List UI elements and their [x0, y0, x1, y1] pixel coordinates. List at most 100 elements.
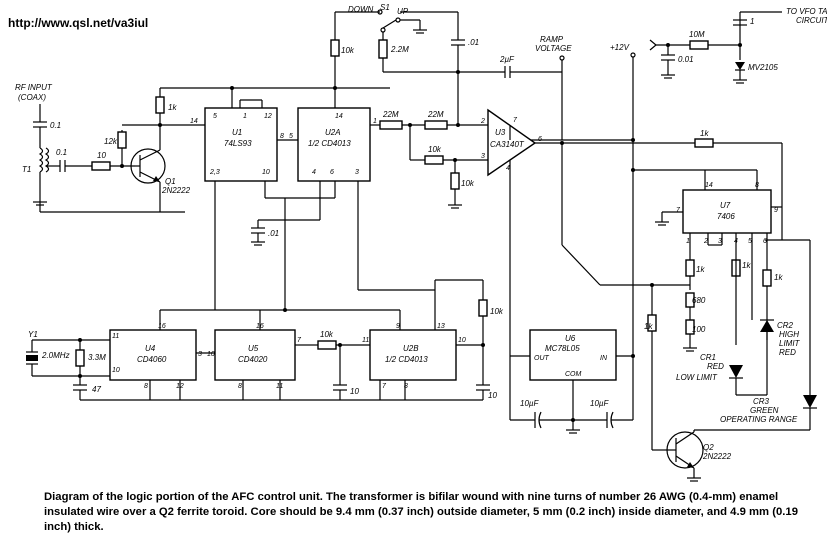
u2a-pin5: 5	[289, 133, 293, 140]
u1-pin12: 12	[264, 113, 272, 120]
u3-pin6: 6	[538, 136, 542, 143]
r-1k-q2-label: 1k	[644, 322, 653, 331]
u2a-pin4: 4	[312, 169, 316, 176]
u1-pin5: 5	[213, 113, 217, 120]
r-10a-label: 10	[97, 151, 106, 160]
plus12v-label: +12V	[610, 43, 630, 52]
u5-cd4020: U5 CD4020 16 10 8 11 7	[207, 310, 310, 390]
u4-pin12: 12	[176, 383, 184, 390]
u7-pin14: 14	[705, 182, 713, 189]
to-vfo-label-1: TO VFO TANK	[786, 7, 827, 16]
r-10k-u3a-label: 10k	[428, 145, 442, 154]
r-10k-mid-label: 10k	[320, 330, 334, 339]
u1-74ls93: U1 74LS93 14 5 12 1 8 2,3 10	[190, 99, 298, 300]
u3-input-network: 22M 22M 10k 10k	[379, 110, 488, 209]
down-label: DOWN	[348, 5, 374, 14]
c-47-label: 47	[92, 385, 101, 394]
u2a-pin1: 1	[373, 118, 377, 125]
logic-vcc-rail: 10k	[160, 198, 504, 370]
u2b-pin7: 7	[382, 383, 387, 390]
u1-pin23: 2,3	[209, 169, 220, 176]
u3-pin7: 7	[513, 117, 518, 124]
u3-ca3140t: U3 CA3140T 2 3 7 4 6 1k	[480, 108, 782, 340]
u6-label: U6	[565, 334, 576, 343]
r-10m-label: 10M	[689, 30, 705, 39]
u6-com-label: COM	[565, 371, 582, 378]
r-10k-u3b-label: 10k	[461, 179, 475, 188]
u3-type-label: CA3140T	[490, 140, 525, 149]
c-10uf-b-label: 10µF	[590, 399, 610, 408]
c-01a-label: 0.1	[50, 121, 61, 130]
u2a-type-label: 1/2 CD4013	[308, 139, 351, 148]
s1-label: S1	[380, 3, 390, 12]
r-100-label: 100	[692, 325, 706, 334]
u5-pin8: 8	[238, 383, 242, 390]
ground-rail: 10 10	[80, 370, 497, 401]
r-1k-fb-label: 1k	[700, 129, 709, 138]
c-1-label: 1	[750, 17, 754, 26]
u1-pin10: 10	[262, 169, 270, 176]
ramp-label-1: RAMP	[540, 35, 564, 44]
site-url[interactable]: http://www.qsl.net/va3iul	[8, 16, 149, 30]
u2a-cd4013: U2A 1/2 CD4013 5 14 1 4 6 3	[265, 107, 380, 290]
u4-pin8: 8	[144, 383, 148, 390]
u2b-type-label: 1/2 CD4013	[385, 355, 428, 364]
cr2-red-label: RED	[779, 348, 796, 357]
u2b-pin11: 11	[362, 337, 369, 344]
u2b-pin10: 10	[458, 337, 466, 344]
u7-pin2: 2	[703, 238, 708, 245]
r-22m-b-label: 22M	[427, 110, 444, 119]
u7-7406: U7 7406 14 8 7 9 1 2 3 4 5 6 1k 680 100	[631, 143, 783, 352]
u2a-pin14: 14	[335, 113, 343, 120]
q2-transistor: 1k Q2 2N2222	[644, 283, 810, 482]
u2b-pin9: 9	[396, 323, 400, 330]
r-1k-u7c-label: 1k	[774, 273, 783, 282]
r-12k-label: 12k	[104, 137, 118, 146]
u2a-pin3: 3	[355, 169, 359, 176]
q2-type-label: 2N2222	[702, 452, 732, 461]
u3-pin3: 3	[481, 153, 485, 160]
u5-pin11: 11	[276, 383, 283, 390]
u7-pin6: 6	[763, 238, 767, 245]
y1-label: Y1	[28, 330, 38, 339]
u7-pin3: 3	[718, 238, 722, 245]
c-001-label: 0.01	[678, 55, 694, 64]
cr2-limit-label: LIMIT	[779, 339, 801, 348]
u1-bypass-cap: .01	[251, 198, 321, 246]
c-2uf-label: 2µF	[499, 55, 515, 64]
r-1k-u7b-label: 1k	[742, 261, 751, 270]
u2a-pin6: 6	[330, 169, 334, 176]
u2b-pin13: 13	[437, 323, 445, 330]
c-01b-label: 0.1	[56, 148, 67, 157]
u2b-cd4013: 10k U2B 1/2 CD4013 11 9 13 10 7 8	[310, 323, 485, 390]
u2a-label: U2A	[325, 128, 341, 137]
u5-pin7: 7	[297, 337, 302, 344]
u7-pin7: 7	[676, 207, 681, 214]
crystal-oscillator: Y1 2.0MHz 3.3M 47	[26, 330, 110, 400]
c-01-top-label: .01	[468, 38, 479, 47]
r-2m2-label: 2.2M	[390, 45, 409, 54]
c-10a-label: 10	[350, 387, 359, 396]
u7-pin5: 5	[748, 238, 752, 245]
cr3-green-label: GREEN	[750, 406, 779, 415]
u6-out-label: OUT	[534, 355, 550, 362]
u4-cd4060: U4 CD4060 11 16 10 3 8 12	[109, 310, 215, 390]
cr3-range-label: OPERATING RANGE	[720, 415, 798, 424]
u1-pin8: 8	[280, 133, 284, 140]
q1-type-label: 2N2222	[161, 186, 191, 195]
q1-label: Q1	[165, 177, 176, 186]
xtal-label: 2.0MHz	[41, 351, 70, 360]
rf-input-label: RF INPUT	[15, 83, 53, 92]
u6-type-label: MC78L05	[545, 344, 580, 353]
u2b-label: U2B	[403, 344, 419, 353]
cr1-red-label: RED	[707, 362, 724, 371]
u7-pin1: 1	[686, 238, 690, 245]
status-leds: CR1 RED LOW LIMIT CR2 HIGH LIMIT RED CR3…	[676, 239, 817, 430]
r-1k-q1-label: 1k	[168, 103, 177, 112]
figure-caption: Diagram of the logic portion of the AFC …	[44, 491, 798, 533]
cr1-low-limit-label: LOW LIMIT	[676, 373, 718, 382]
u7-pin9: 9	[774, 207, 778, 214]
u6-mc78l05: U6 MC78L05 OUT IN COM 10µF 10µF	[509, 329, 635, 434]
cr2-high-label: HIGH	[779, 330, 799, 339]
